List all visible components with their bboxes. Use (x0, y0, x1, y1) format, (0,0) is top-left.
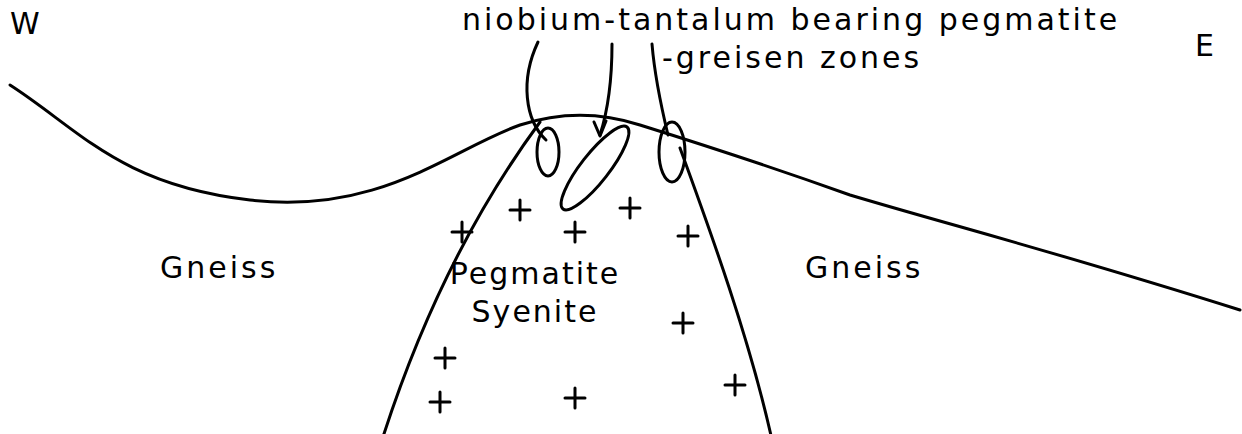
callout-label: niobium-tantalum bearing pegmatite (462, 2, 1120, 38)
compass-label: E (1195, 28, 1217, 64)
rock-name: Pegmatite Syenite (445, 255, 625, 331)
callout-label: -greisen zones (662, 40, 922, 76)
compass-label: W (10, 6, 43, 42)
rock-label: Gneiss (160, 250, 278, 286)
arrow-head (594, 121, 606, 136)
ground-surface (10, 85, 1240, 310)
greisen-zone (552, 118, 638, 217)
rock-label: Gneiss (805, 250, 923, 286)
syenite-body: Pegmatite Syenite (370, 110, 790, 434)
syenite-pattern (430, 198, 745, 412)
